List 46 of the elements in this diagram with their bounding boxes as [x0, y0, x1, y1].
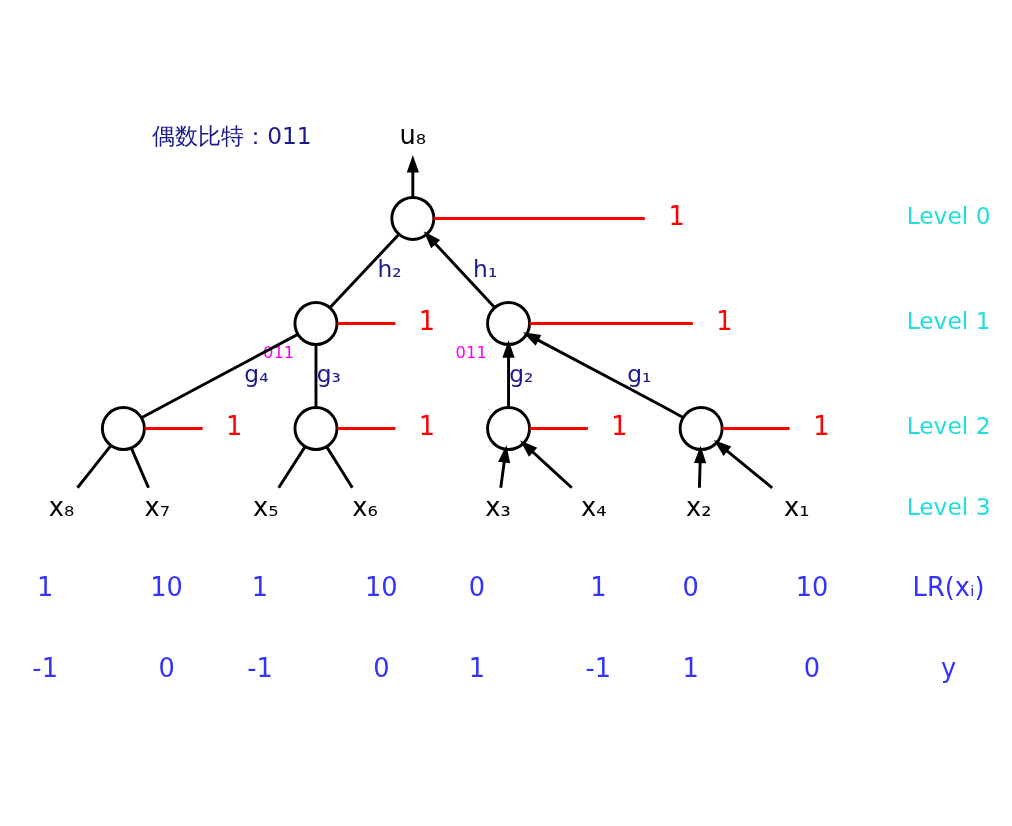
node-text: 1 — [225, 411, 242, 442]
label: 1 — [251, 572, 268, 603]
label: Level 3 — [906, 492, 990, 521]
edge-label: g₃ — [316, 359, 341, 388]
node-text: 1 — [715, 306, 733, 337]
label: 0 — [157, 652, 175, 683]
label: 10 — [149, 572, 183, 603]
label: LR(xᵢ) — [912, 572, 985, 603]
label: 0 — [803, 652, 820, 683]
edge-label: g₄ — [243, 359, 269, 388]
label: -1 — [246, 652, 273, 683]
node-text: x₁ — [783, 491, 810, 522]
edge-label: g₁ — [626, 359, 651, 388]
edge-label: g₂ — [508, 359, 533, 388]
node-text: x₇ — [143, 491, 170, 522]
node-text: x₃ — [484, 491, 511, 522]
node-label: 011 — [455, 342, 487, 362]
node-text: x₄ — [580, 491, 606, 522]
node-text: u₈ — [399, 120, 426, 151]
label: 10 — [364, 572, 398, 603]
label: -1 — [585, 652, 611, 683]
label: 0 — [372, 652, 389, 683]
label: Level 0 — [906, 202, 990, 231]
label: 1 — [468, 652, 485, 683]
label: y — [940, 652, 956, 683]
edge-label: h₂ — [376, 254, 402, 283]
label: 0 — [468, 572, 485, 603]
label: 1 — [36, 572, 53, 603]
node-text: x₈ — [48, 491, 74, 522]
label: Level 2 — [906, 412, 990, 441]
label: 1 — [681, 652, 699, 683]
label: 0 — [681, 572, 699, 603]
edge-label: h₁ — [472, 254, 497, 283]
node-text: 1 — [812, 411, 829, 442]
node-text: x₅ — [252, 491, 279, 522]
label: -1 — [31, 652, 58, 683]
label: 1 — [589, 572, 607, 603]
node-text: 1 — [610, 411, 628, 442]
node-text: x₆ — [351, 491, 378, 522]
node-text: 1 — [667, 200, 685, 231]
node-text: 1 — [418, 411, 435, 442]
label: 10 — [795, 572, 828, 603]
label: Level 1 — [906, 307, 990, 336]
label: 偶数比特：011 — [151, 121, 312, 150]
node-text: x₂ — [685, 491, 712, 522]
node-text: 1 — [418, 306, 435, 337]
